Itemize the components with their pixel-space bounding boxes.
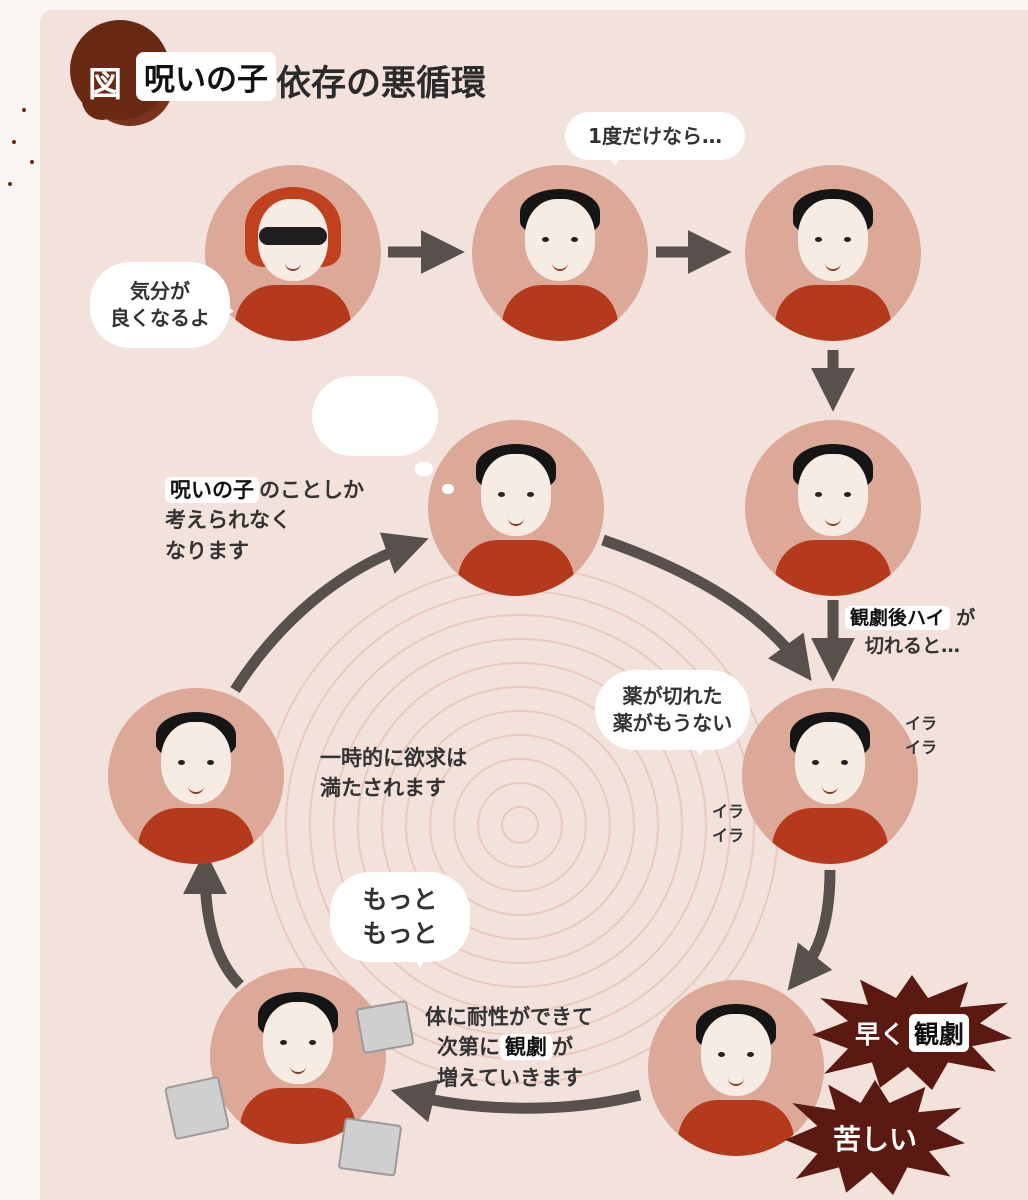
bag-icon (338, 1117, 402, 1177)
eyes (540, 237, 580, 243)
speech-bubble-kusuri: 薬が切れた 薬がもうない (595, 670, 750, 756)
mouth (508, 518, 524, 526)
shirt (775, 285, 891, 341)
caption-satisfied: 一時的に欲求は 満たされます (320, 746, 467, 801)
thought-bubble-drugs (312, 376, 438, 456)
bag-icon (356, 1000, 414, 1054)
arrow-left-to-top (230, 532, 429, 693)
thought-dot (415, 462, 433, 476)
caption-obsessed-label: 呪いの子 (165, 477, 259, 503)
person-dealer-circle (205, 165, 381, 341)
shirt (678, 1100, 794, 1156)
caption-obsessed-text: のことしか 考えられなく なります (165, 478, 364, 563)
starburst-hayaku-pre: 早く (854, 1019, 905, 1049)
eyes (716, 1052, 756, 1058)
eyes (496, 492, 536, 498)
person-obsessed-circle (428, 420, 604, 596)
person-suffering-circle (648, 980, 824, 1156)
mouth (188, 786, 204, 794)
caption-tolerance-line1: 体に耐性ができて (425, 1005, 593, 1029)
arrow-top-to-right (601, 534, 812, 682)
caption-tolerance-pre: 次第に (437, 1035, 500, 1060)
title-text: 依存の悪循環 (276, 64, 487, 104)
caption-tolerance-line3: 増えていきます (437, 1065, 583, 1090)
starburst-kurushii: 苦しい (785, 1080, 965, 1195)
starburst-hayaku-label: 観劇 (909, 1013, 970, 1052)
ink-dot (8, 182, 12, 186)
shirt (138, 808, 254, 864)
person-withdrawal-circle (742, 688, 918, 864)
speech-bubble-ichido: 1度だけなら… (565, 112, 745, 166)
shirt (235, 285, 351, 341)
mouth (825, 518, 841, 526)
person-craving-circle (210, 968, 386, 1144)
ink-dot (12, 140, 16, 144)
person-satisfied-circle (108, 688, 284, 864)
eyes (278, 1040, 318, 1046)
ink-dot (22, 108, 26, 112)
person-trying-circle (745, 165, 921, 341)
caption-high-ends: 観劇後ハイ が 切れると… (845, 605, 975, 660)
caption-high-suffix: が (956, 607, 976, 629)
starburst-kurushii-text: 苦しい (832, 1122, 917, 1156)
mouth (285, 263, 301, 271)
title-prefix: 図 (88, 65, 122, 105)
caption-tolerance: 体に耐性ができて 次第に観劇が 増えていきます (425, 1002, 593, 1093)
caption-tolerance-label: 観劇 (500, 1034, 552, 1061)
shirt (502, 285, 618, 341)
caption-tolerance-post: が (552, 1035, 573, 1060)
arrow-bottomleft-to-left (183, 850, 245, 989)
eyes (813, 492, 853, 498)
speech-bubble-motto: もっと もっと (330, 872, 470, 968)
caption-high-label: 観劇後ハイ (845, 606, 950, 630)
eyes (176, 760, 216, 766)
eyes (813, 237, 853, 243)
arrow-right-to-bottomright (787, 869, 836, 991)
person-hesitant-circle (472, 165, 648, 341)
irritation-tag-right: イラ イラ (905, 714, 938, 757)
shirt (240, 1088, 356, 1144)
sunglasses-icon (259, 227, 327, 245)
irritation-tag-left: イラ イラ (712, 802, 745, 845)
shirt (772, 808, 888, 864)
caption-high-end: 切れると… (865, 634, 961, 657)
mouth (290, 1066, 306, 1074)
starburst-hayaku: 早く観劇 (812, 975, 1012, 1090)
arrow-bottomright-to-bottomleft (390, 1079, 642, 1123)
caption-obsessed: 呪いの子のことしか 考えられなく なります (165, 475, 364, 566)
mouth (822, 786, 838, 794)
eyes (810, 760, 850, 766)
mouth (825, 263, 841, 271)
thought-dot (442, 484, 454, 494)
speech-bubble-kibun: 気分が 良くなるよ (90, 262, 234, 348)
title-label: 呪いの子 (136, 52, 276, 101)
bag-icon (164, 1076, 230, 1140)
mouth (552, 263, 568, 271)
ink-dot (30, 160, 34, 164)
person-high-circle (745, 420, 921, 596)
shirt (458, 540, 574, 596)
shirt (775, 540, 891, 596)
mouth (728, 1078, 744, 1086)
